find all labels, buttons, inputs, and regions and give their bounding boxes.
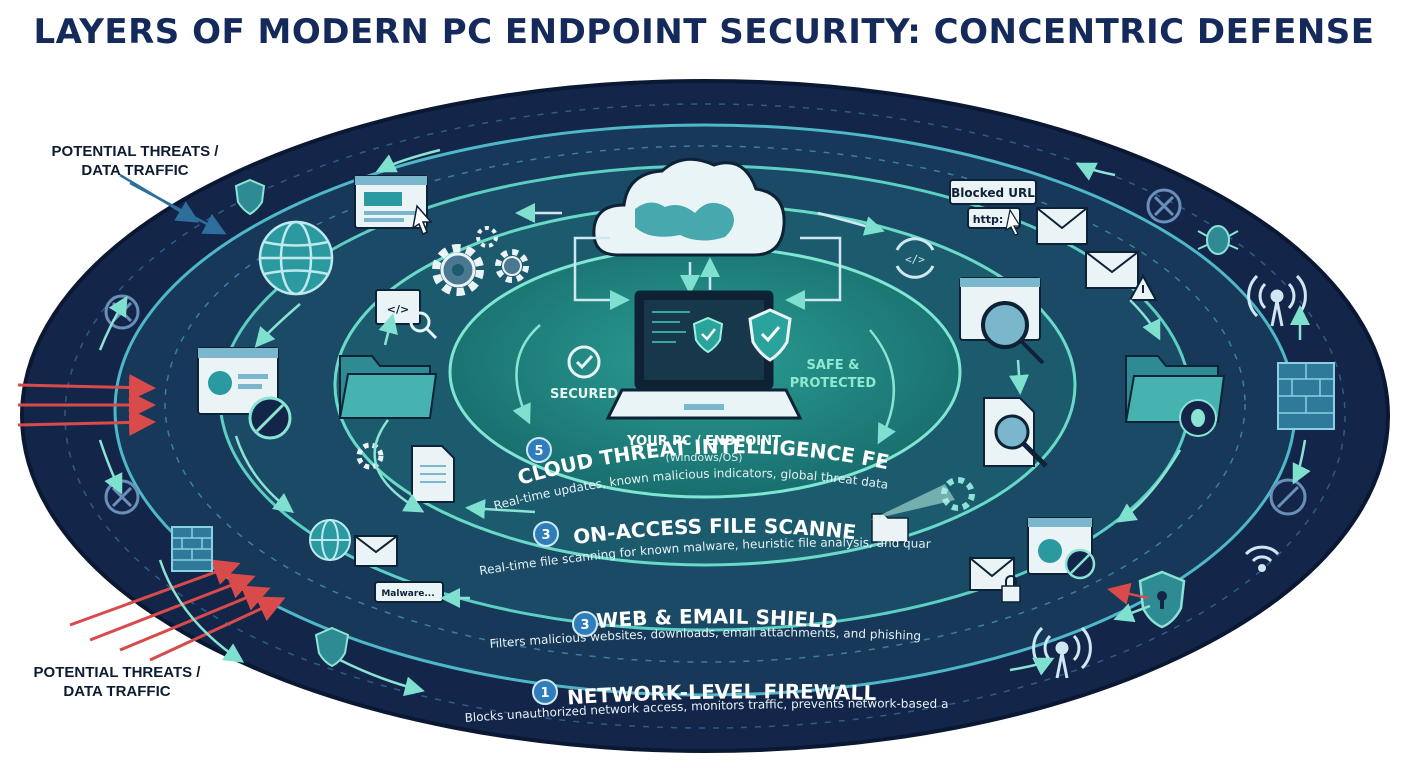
malware-label: Malware... — [381, 589, 434, 599]
blocked-url-label: Blocked URL — [951, 186, 1035, 200]
bug-icon-outer — [1197, 225, 1239, 255]
cloud-icon — [592, 157, 786, 257]
pc-sublabel: (Windows/OS) — [665, 451, 742, 464]
globe-icon-bottom-left — [309, 519, 351, 561]
secured-label: SECURED — [550, 387, 618, 402]
layer-5-number: 5 — [534, 444, 543, 459]
laptop-icon — [605, 290, 803, 420]
gear-icon-medium — [495, 249, 529, 283]
blocked-url-callout: Blocked URL http: — [949, 179, 1037, 236]
scan-beam — [870, 484, 955, 520]
threat-label-top-line1: POTENTIAL THREATS / — [51, 143, 219, 160]
gear-icon-large — [432, 244, 484, 296]
layer-3-web-number: 3 — [580, 618, 589, 633]
deflect-arrow-right — [1113, 603, 1151, 623]
globe-icon-top-left — [258, 220, 334, 296]
bug-icon-folder — [1179, 399, 1217, 437]
protected-label: PROTECTED — [790, 376, 877, 391]
page-title: LAYERS OF MODERN PC ENDPOINT SECURITY: C… — [33, 12, 1375, 52]
firewall-brick-icon-right — [1277, 362, 1335, 430]
blocked-cursor-icon-left — [248, 396, 292, 440]
checkmark-icon — [567, 345, 601, 379]
document-icon-left — [411, 445, 455, 503]
threat-label-top: POTENTIAL THREATS / DATA TRAFFIC — [40, 142, 230, 180]
shield-check-icon-large — [748, 308, 792, 362]
warning-icon — [1128, 273, 1158, 301]
lock-icon — [1001, 575, 1021, 603]
orbit-guide-middle — [164, 145, 1246, 663]
threat-label-top-line2: DATA TRAFFIC — [81, 162, 189, 179]
cloud-connection-arrows — [515, 203, 885, 310]
layer-5-badge — [526, 437, 552, 463]
pc-label: YOUR PC / ENDPOINT — [626, 434, 781, 449]
layer-1-number: 1 — [540, 686, 549, 701]
firewall-brick-icon-left — [171, 526, 213, 572]
folder-icon-left — [338, 355, 438, 419]
shield-icon-outer-bottom-left — [314, 626, 350, 668]
email-icon-right-top — [1036, 207, 1088, 245]
orbit-guide-outer — [64, 103, 1346, 729]
malware-callout: Malware... — [374, 581, 444, 603]
email-icon-left — [354, 535, 398, 567]
threat-label-bottom: POTENTIAL THREATS / DATA TRAFFIC — [22, 663, 212, 701]
code-refresh-icon: </> — [895, 237, 935, 279]
layer-1-badge — [532, 679, 558, 705]
shield-icon-outer-top-left — [234, 178, 266, 216]
shield-keyhole-icon — [1138, 570, 1186, 629]
layer-3-web-badge — [572, 611, 598, 637]
code-window-icon-left: </> — [375, 289, 421, 325]
blocked-icon-browser-right — [1064, 548, 1096, 580]
gear-icon-left-lower — [356, 442, 384, 470]
gear-icon-small — [476, 226, 498, 248]
email-icon-right-mid — [1085, 251, 1139, 289]
threat-arrow-right — [1107, 582, 1149, 605]
http-label: http: — [973, 213, 1004, 226]
layer-3-scanner-badge — [533, 521, 559, 547]
shield-check-icon-screen — [692, 316, 724, 354]
magnifier-icon-right — [981, 301, 1045, 365]
blocked-icon-right-top — [1146, 188, 1182, 224]
email-icon-right-bottom — [969, 557, 1015, 591]
svg-text:</>: </> — [905, 253, 925, 266]
orbit-arrows — [98, 148, 1311, 697]
threat-arrows-left — [17, 173, 286, 662]
document-scan-icon-right — [983, 397, 1048, 468]
blocked-icon-right-bottom — [1269, 478, 1307, 516]
magnifier-icon-left — [409, 311, 438, 340]
svg-text:</>: </> — [387, 303, 409, 316]
safe-label: SAFE & — [806, 358, 859, 373]
gear-icon-right-lower — [941, 477, 975, 511]
browser-window-icon-left — [197, 347, 279, 415]
wifi-icon — [1244, 545, 1280, 572]
browser-window-icon-top — [354, 175, 433, 236]
threat-label-bottom-line2: DATA TRAFFIC — [63, 683, 171, 700]
layer-3-scanner-number: 3 — [541, 528, 550, 543]
threat-label-bottom-line1: POTENTIAL THREATS / — [33, 664, 201, 681]
cursor-icon — [1005, 208, 1022, 236]
